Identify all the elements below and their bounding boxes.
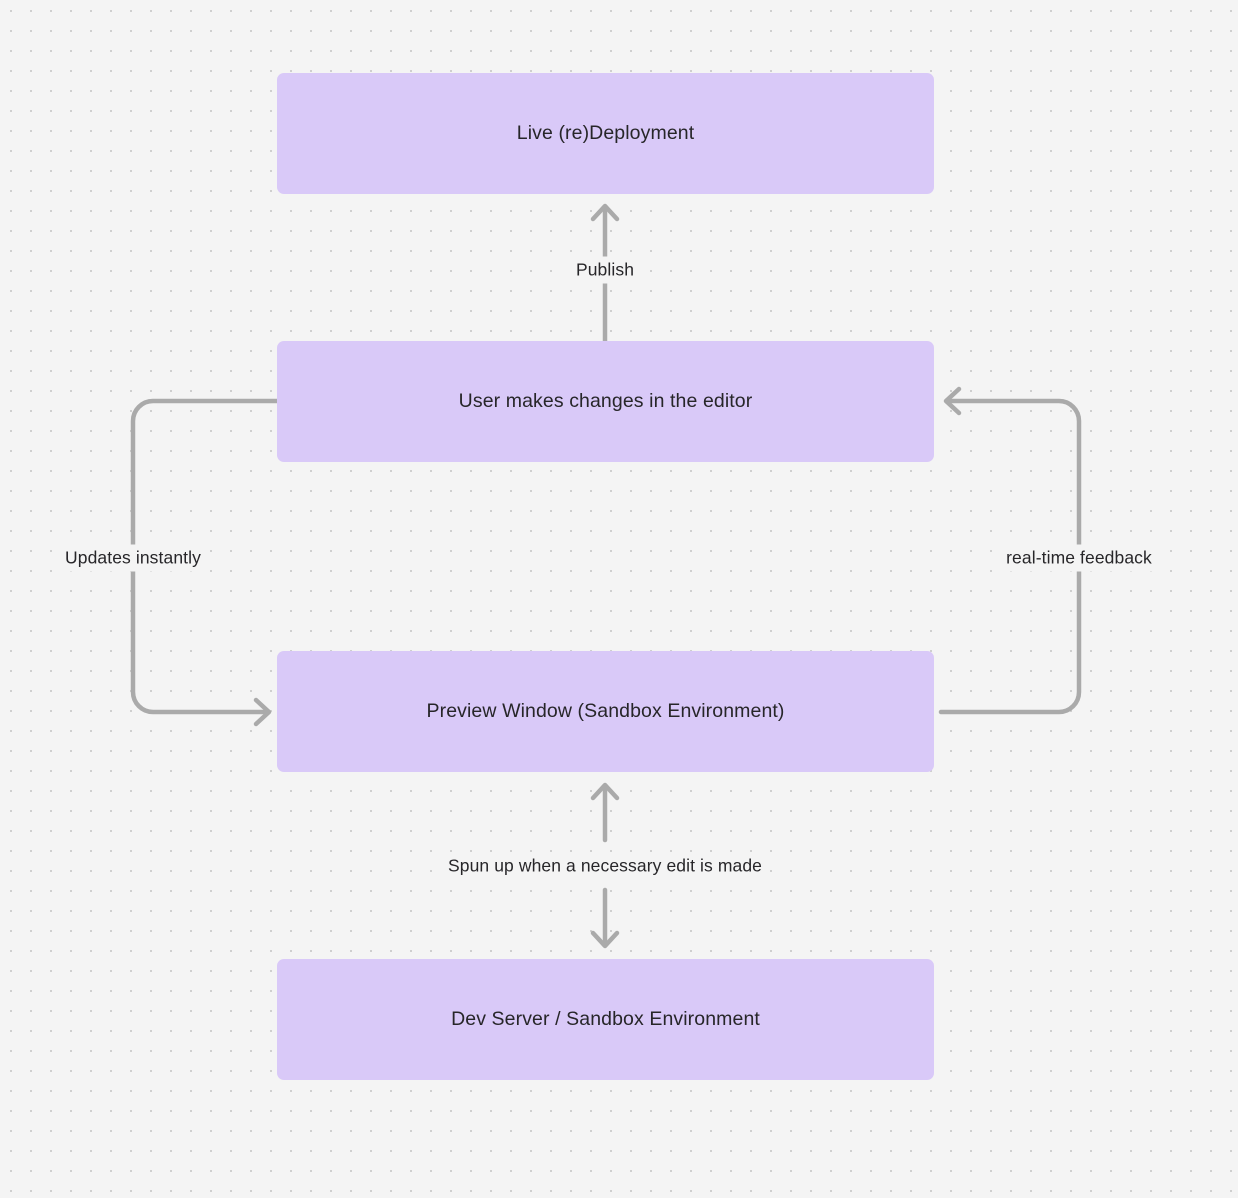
node-live-deployment-label: Live (re)Deployment <box>516 122 695 145</box>
node-user-edits-label: User makes changes in the editor <box>458 390 753 413</box>
edge-label-publish[interactable]: Publish <box>568 256 642 284</box>
edge-label-updates-instantly[interactable]: Updates instantly <box>58 544 208 572</box>
edge-label-real-time-feedback[interactable]: real-time feedback <box>999 544 1159 572</box>
node-preview-window-label: Preview Window (Sandbox Environment) <box>426 700 785 723</box>
edge-label-spun-up[interactable]: Spun up when a necessary edit is made <box>440 852 770 880</box>
node-dev-server-label: Dev Server / Sandbox Environment <box>451 1008 760 1031</box>
node-dev-server[interactable]: Dev Server / Sandbox Environment <box>277 959 934 1080</box>
edge-publish-arrowhead <box>590 203 620 222</box>
edge-updates-instantly-arrowhead <box>253 697 272 727</box>
edge-spun-up-arrowhead-up <box>590 782 620 801</box>
node-preview-window[interactable]: Preview Window (Sandbox Environment) <box>277 651 934 772</box>
node-live-deployment[interactable]: Live (re)Deployment <box>277 73 934 194</box>
node-user-edits[interactable]: User makes changes in the editor <box>277 341 934 462</box>
edge-real-time-feedback-arrowhead <box>943 386 962 416</box>
edge-spun-up-arrowhead-down <box>590 930 620 949</box>
